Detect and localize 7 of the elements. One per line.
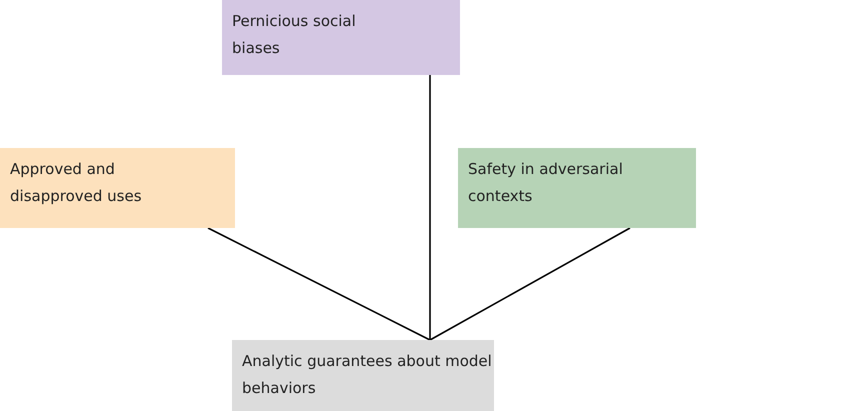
- topic-box: Pernicious social biases: [222, 0, 460, 75]
- topic-box: Analytic guarantees about model behaviors: [232, 340, 494, 411]
- connector-line: [429, 75, 431, 340]
- connector-line: [430, 227, 630, 341]
- connector-line: [208, 227, 430, 341]
- topic-box: Approved and disapproved uses: [0, 148, 235, 228]
- topic-box: Safety in adversarial contexts: [458, 148, 696, 228]
